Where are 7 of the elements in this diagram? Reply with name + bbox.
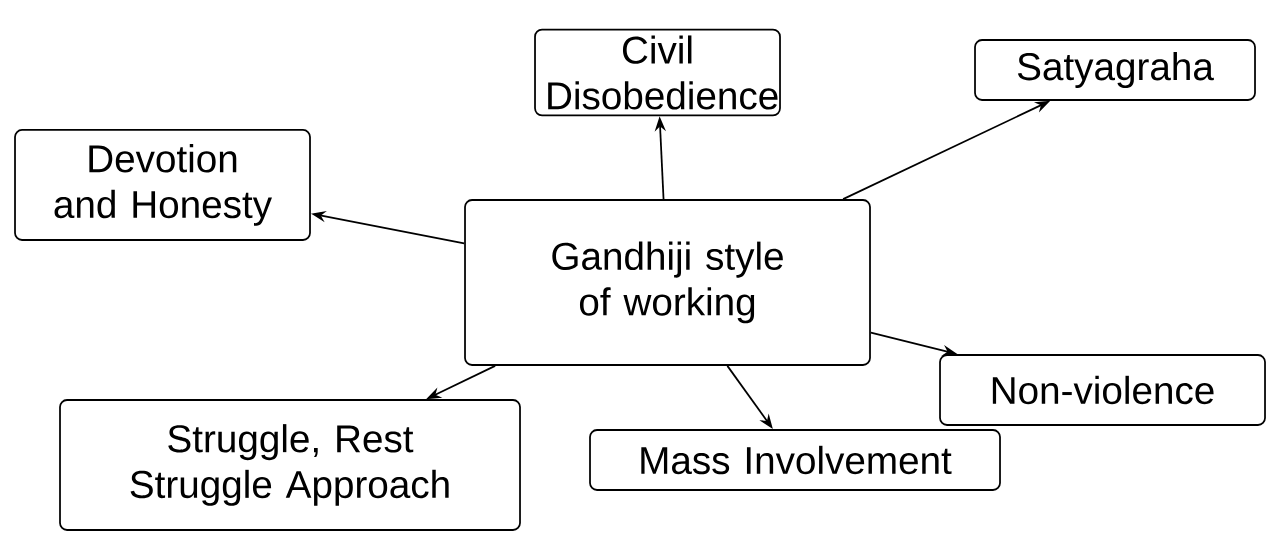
concept-box: Gandhiji style of working bbox=[464, 199, 871, 366]
concept-box: Mass Involvement bbox=[589, 429, 1001, 491]
concept-box: Devotion and Honesty bbox=[14, 129, 311, 241]
concept-box: Civil Disobedience bbox=[534, 28, 781, 117]
concept-box: Struggle, Rest Struggle Approach bbox=[59, 399, 521, 531]
concept-box: Satyagraha bbox=[974, 39, 1256, 101]
concept-box: Non-violence bbox=[939, 354, 1266, 426]
